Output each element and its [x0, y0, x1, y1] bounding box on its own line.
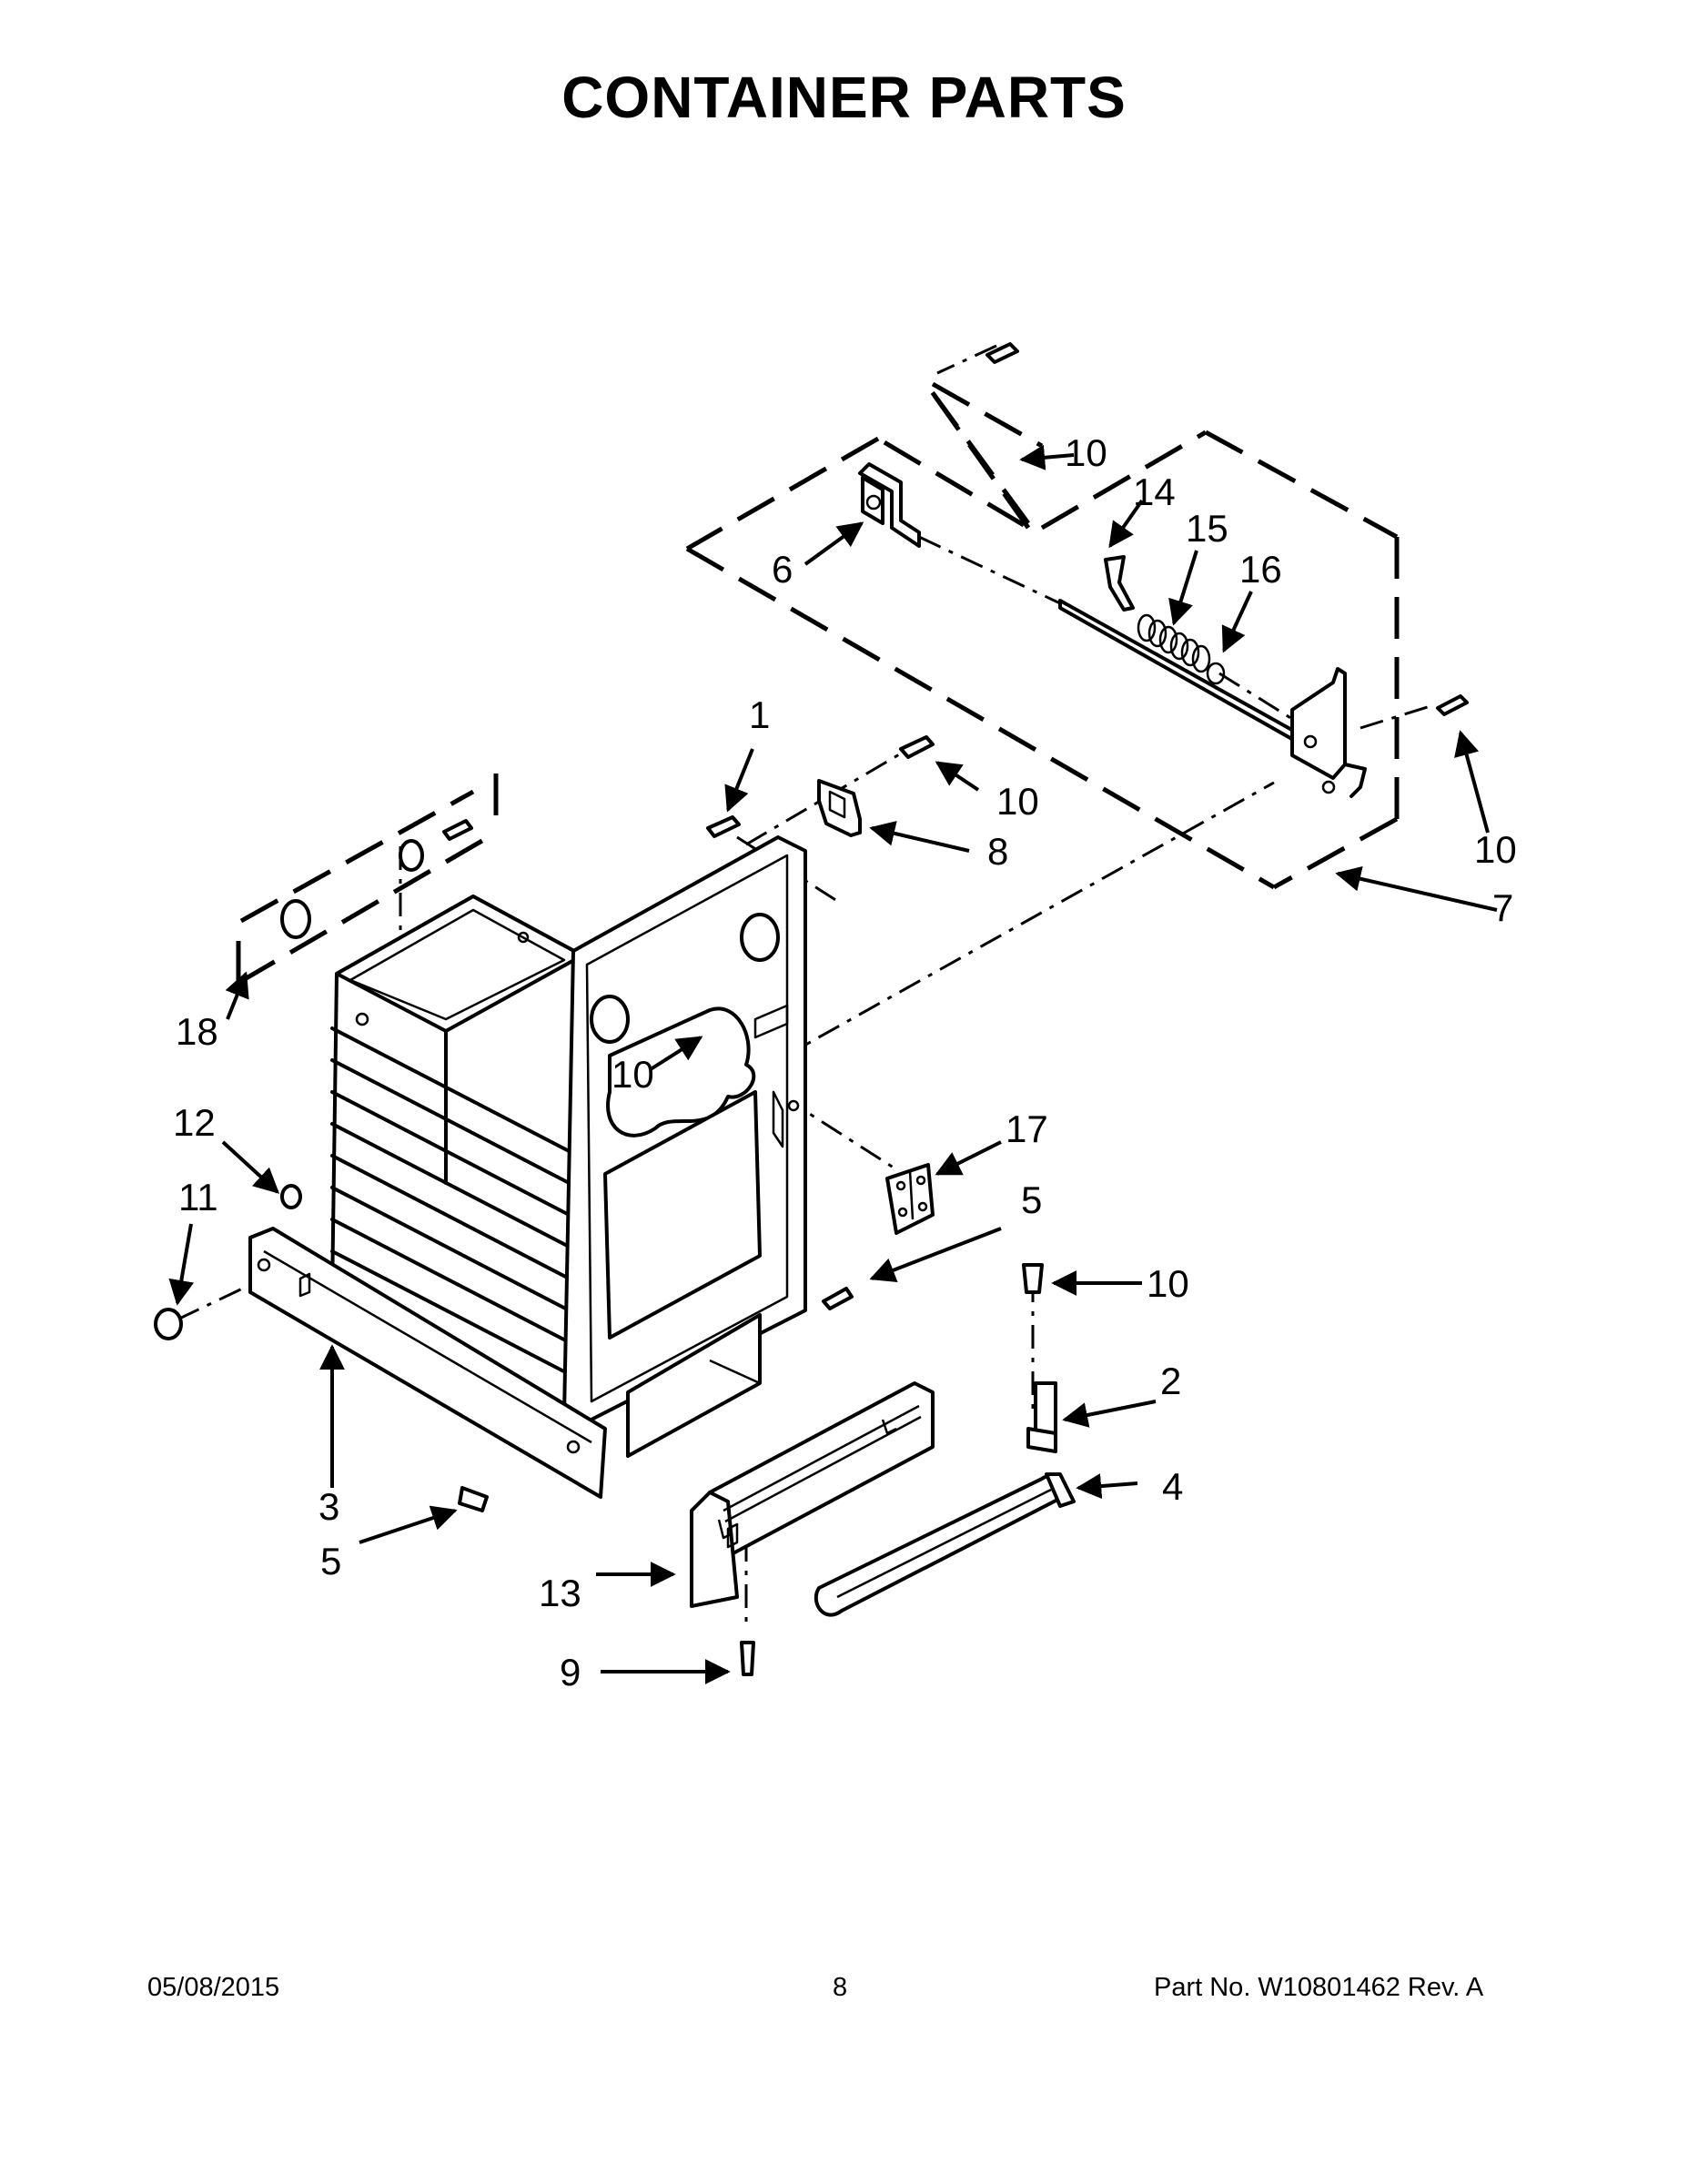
- callout-8: 8: [987, 830, 1008, 873]
- callout-1: 1: [749, 693, 770, 736]
- hinge-part: [858, 462, 921, 548]
- spring-rod-assembly: [1058, 555, 1367, 798]
- callout-13: 13: [539, 1572, 581, 1614]
- callout-12: 12: [173, 1101, 216, 1144]
- callout-3: 3: [318, 1485, 339, 1528]
- callout-5: 5: [1021, 1178, 1042, 1221]
- bracket-2: [1026, 1381, 1057, 1453]
- callout-6: 6: [772, 548, 793, 591]
- callout-16: 16: [1239, 548, 1282, 591]
- footer-part-number: Part No. W10801462 Rev. A: [1154, 1973, 1484, 2002]
- callout-15: 15: [1186, 507, 1228, 550]
- callout-2: 2: [1160, 1360, 1181, 1402]
- callout-10: 10: [996, 780, 1039, 823]
- washer-and-knob: [154, 774, 499, 1340]
- screws: [442, 342, 1469, 1676]
- callout-10: 10: [1474, 828, 1517, 871]
- callout-17: 17: [1006, 1107, 1048, 1150]
- callout-9: 9: [560, 1651, 581, 1694]
- door-handle: [814, 1472, 1076, 1617]
- callout-4: 4: [1162, 1465, 1183, 1508]
- callout-5: 5: [320, 1540, 341, 1582]
- callout-7: 7: [1492, 886, 1513, 929]
- callout-18: 18: [176, 1010, 218, 1053]
- door-panel: [690, 1381, 935, 1608]
- hinge-bracket-17: [885, 1163, 935, 1235]
- footer-date: 05/08/2015: [147, 1973, 280, 2002]
- bracket-part: [817, 779, 862, 837]
- page-title: CONTAINER PARTS: [561, 65, 1127, 130]
- footer-page-number: 8: [833, 1973, 848, 2002]
- callout-labels: 10 6 14 15 16 10 7 1 10 8 10 17 5 10 2 4…: [173, 431, 1517, 1694]
- container-cabinet: [248, 835, 807, 1499]
- hinge-assembly-outline: [685, 381, 1400, 890]
- callout-10: 10: [1147, 1262, 1189, 1305]
- callout-14: 14: [1133, 470, 1176, 513]
- callout-11: 11: [178, 1176, 218, 1218]
- callout-10: 10: [612, 1053, 654, 1096]
- callout-10: 10: [1065, 431, 1107, 474]
- leader-arrows: [168, 444, 1498, 1684]
